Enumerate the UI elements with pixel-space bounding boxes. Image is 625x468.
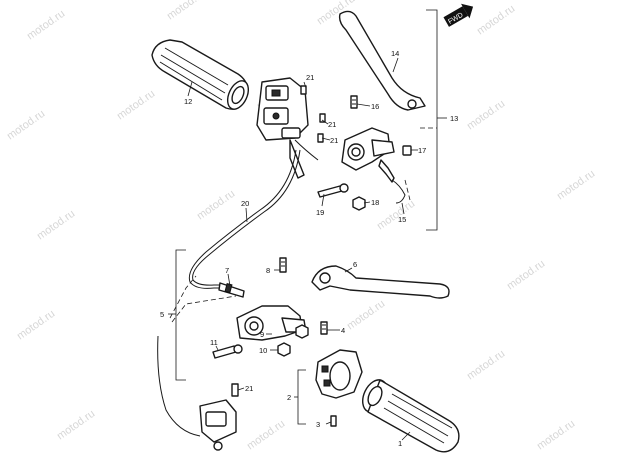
label-8: 8 [266, 266, 270, 275]
label-2: 2 [287, 393, 291, 402]
label-19: 19 [316, 208, 324, 217]
label-11: 11 [210, 338, 218, 347]
watermark: motod.ru [5, 108, 47, 143]
screw-part [320, 321, 328, 335]
front-brake-lever [311, 265, 450, 299]
top-lever [338, 10, 426, 111]
part-labels: 12 14 13 21 21 21 16 17 18 19 15 20 7 8 … [160, 49, 458, 448]
label-15: 15 [398, 215, 406, 224]
label-12: 12 [184, 97, 192, 106]
upper-lever-bracket [317, 95, 412, 211]
watermark: motod.ru [165, 0, 207, 22]
leader-lines [187, 57, 418, 441]
group-brackets [168, 9, 447, 425]
label-21-mid: 21 [328, 120, 336, 129]
label-20: 20 [241, 199, 249, 208]
lower-lever-bracket [212, 257, 309, 359]
label-16: 16 [371, 102, 379, 111]
label-18: 18 [371, 198, 379, 207]
label-10: 10 [259, 346, 267, 355]
watermark: motod.ru [15, 308, 57, 343]
cable-adjuster [218, 282, 245, 298]
label-13: 13 [450, 114, 458, 123]
watermark: motod.ru [25, 8, 67, 43]
watermark-layer: motod.ru motod.ru motod.ru motod.ru moto… [5, 0, 597, 452]
watermark: motod.ru [465, 98, 507, 133]
watermark: motod.ru [195, 188, 237, 223]
cable [188, 149, 301, 289]
watermark: motod.ru [55, 408, 97, 443]
watermark: motod.ru [535, 418, 577, 453]
left-grip [151, 39, 250, 110]
fwd-badge: FWD [443, 3, 474, 27]
watermark: motod.ru [505, 258, 547, 293]
label-6: 6 [353, 260, 357, 269]
label-5: 5 [160, 310, 164, 319]
right-switch-housing [315, 349, 363, 427]
watermark: motod.ru [115, 88, 157, 123]
label-1: 1 [398, 439, 402, 448]
watermark: motod.ru [245, 418, 287, 453]
watermark: motod.ru [475, 3, 517, 38]
lower-left-switch [157, 335, 239, 451]
label-17: 17 [418, 146, 426, 155]
label-9: 9 [260, 330, 264, 339]
label-21-low: 21 [330, 136, 338, 145]
right-grip [362, 379, 460, 453]
label-4: 4 [341, 326, 345, 335]
label-21-lower: 21 [245, 384, 253, 393]
label-14: 14 [391, 49, 399, 58]
watermark: motod.ru [345, 298, 387, 333]
label-7: 7 [225, 266, 229, 275]
label-21-top: 21 [306, 73, 314, 82]
watermark: motod.ru [555, 168, 597, 203]
dashed-leaders [169, 127, 437, 323]
label-3: 3 [316, 420, 320, 429]
left-switch-assembly [256, 77, 319, 179]
watermark: motod.ru [465, 348, 507, 383]
watermark: motod.ru [35, 208, 77, 243]
